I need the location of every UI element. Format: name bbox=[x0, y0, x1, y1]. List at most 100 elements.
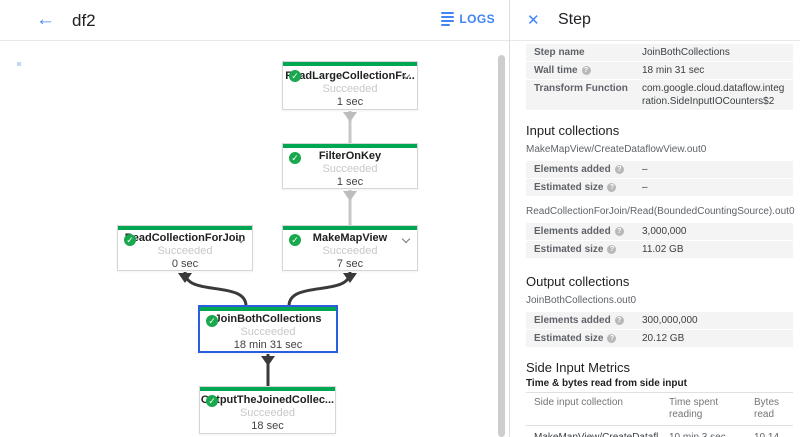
collection-metrics-table: Elements added? – Estimated size? – bbox=[526, 161, 793, 196]
table-row: MakeMapView/CreateDataflowView.out0 10 m… bbox=[526, 426, 793, 437]
collection-name: JoinBothCollections.out0 bbox=[526, 295, 637, 306]
detail-row: Transform Function com.google.cloud.data… bbox=[526, 80, 793, 110]
detail-label: Transform Function bbox=[534, 83, 628, 94]
metric-label: Estimated size? bbox=[534, 243, 642, 256]
side-input-metrics-table: Side input collection Time spent reading… bbox=[526, 392, 793, 437]
graph-node-read-collection-for-join[interactable]: ✓ ReadCollectionForJoin Succeeded 0 sec bbox=[117, 225, 253, 271]
job-title: df2 bbox=[72, 11, 96, 30]
node-title: ReadLargeCollectionFr... bbox=[285, 70, 415, 82]
metric-value: – bbox=[642, 182, 648, 193]
step-details-panel: ✕ Step Step name JoinBothCollections Wal… bbox=[509, 0, 800, 437]
detail-row: Step name JoinBothCollections bbox=[526, 44, 793, 61]
detail-row: Wall time? 18 min 31 sec bbox=[526, 62, 793, 79]
node-title: JoinBothCollections bbox=[214, 313, 322, 325]
top-bar: ← df2 LOGS bbox=[0, 0, 509, 41]
check-circle-icon: ✓ bbox=[289, 234, 301, 246]
help-icon[interactable]: ? bbox=[614, 316, 624, 325]
detail-label: Wall time? bbox=[534, 64, 642, 77]
metric-value: 300,000,000 bbox=[642, 315, 698, 326]
graph-node-make-map-view[interactable]: ✓ MakeMapView Succeeded 7 sec bbox=[282, 225, 418, 271]
node-title: ReadCollectionForJoin bbox=[124, 232, 246, 244]
detail-label: Step name bbox=[534, 47, 585, 58]
metric-row: Elements added? 300,000,000 bbox=[526, 312, 793, 329]
logs-list-icon bbox=[441, 12, 455, 26]
column-header: Side input collection bbox=[534, 397, 623, 408]
table-header-row: Side input collection Time spent reading… bbox=[526, 392, 793, 426]
metric-label: Estimated size? bbox=[534, 181, 642, 194]
node-time: 1 sec bbox=[336, 96, 364, 108]
metric-row: Estimated size? 20.12 GB bbox=[526, 330, 793, 347]
node-status: Succeeded bbox=[322, 245, 378, 257]
logs-button[interactable]: LOGS bbox=[441, 12, 495, 26]
node-status-bar bbox=[283, 144, 417, 148]
help-icon[interactable]: ? bbox=[581, 66, 591, 75]
node-status: Succeeded bbox=[322, 83, 378, 95]
metric-label: Elements added? bbox=[534, 314, 642, 327]
graph-node-filter-on-key[interactable]: ✓ FilterOnKey Succeeded 1 sec bbox=[282, 143, 418, 189]
node-title: FilterOnKey bbox=[318, 150, 382, 162]
help-icon[interactable]: ? bbox=[614, 165, 624, 174]
metric-row: Estimated size? 11.02 GB bbox=[526, 241, 793, 258]
node-status: Succeeded bbox=[239, 407, 296, 419]
node-status-bar bbox=[200, 387, 335, 391]
graph-scrollbar[interactable] bbox=[498, 55, 505, 437]
node-time: 1 sec bbox=[336, 176, 364, 188]
bytes-read: 10.14 GB bbox=[754, 431, 793, 437]
metric-row: Elements added? 3,000,000 bbox=[526, 223, 793, 240]
panel-title: Step bbox=[558, 11, 591, 28]
node-title: OutputTheJoinedCollec... bbox=[200, 394, 335, 406]
collection-name: MakeMapView/CreateDataflowView.out0 bbox=[526, 144, 707, 155]
node-status: Succeeded bbox=[322, 163, 378, 175]
input-collections-heading: Input collections bbox=[526, 123, 620, 138]
help-icon[interactable]: ? bbox=[607, 245, 617, 254]
detail-value: 18 min 31 sec bbox=[642, 65, 705, 76]
check-circle-icon: ✓ bbox=[206, 395, 218, 407]
metric-value: 11.02 GB bbox=[642, 244, 684, 255]
close-icon[interactable]: ✕ bbox=[527, 12, 540, 29]
back-arrow-icon[interactable]: ← bbox=[36, 9, 55, 30]
metric-value: – bbox=[642, 164, 648, 175]
help-icon[interactable]: ? bbox=[607, 183, 617, 192]
metric-label: Estimated size? bbox=[534, 332, 642, 345]
side-input-metrics-subheading: Time & bytes read from side input bbox=[526, 378, 687, 389]
graph-edges bbox=[178, 111, 357, 386]
node-status-bar bbox=[200, 307, 336, 311]
check-circle-icon: ✓ bbox=[124, 234, 136, 246]
node-time: 18 sec bbox=[251, 420, 284, 432]
node-time: 7 sec bbox=[336, 258, 364, 270]
graph-node-read-large-collection[interactable]: ✓ ReadLargeCollectionFr... Succeeded 1 s… bbox=[282, 61, 418, 110]
collection-name: ReadCollectionForJoin/Read(BoundedCounti… bbox=[526, 206, 795, 217]
metric-value: 20.12 GB bbox=[642, 333, 685, 344]
graph-node-join-both-collections[interactable]: ✓ JoinBothCollections Succeeded 18 min 3… bbox=[198, 305, 338, 353]
node-status: Succeeded bbox=[157, 245, 213, 257]
check-circle-icon: ✓ bbox=[289, 70, 301, 82]
column-header: Time spent reading bbox=[669, 397, 719, 420]
metric-value: 3,000,000 bbox=[642, 226, 687, 237]
panel-body: Step name JoinBothCollections Wall time?… bbox=[510, 41, 800, 437]
node-status-bar bbox=[283, 226, 417, 230]
time-spent-reading: 10 min 3 sec bbox=[669, 431, 754, 437]
panel-header: ✕ Step bbox=[510, 0, 800, 41]
metric-row: Elements added? – bbox=[526, 161, 793, 178]
column-header: Bytes read bbox=[754, 397, 780, 420]
graph-node-output-the-joined-collection[interactable]: ✓ OutputTheJoinedCollec... Succeeded 18 … bbox=[199, 386, 336, 434]
help-icon[interactable]: ? bbox=[614, 227, 624, 236]
help-icon[interactable]: ? bbox=[607, 334, 617, 343]
detail-value: com.google.cloud.dataflow.integration.Si… bbox=[642, 83, 785, 107]
side-input-collection: MakeMapView/CreateDataflowView.out0 bbox=[534, 431, 669, 437]
check-circle-icon: ✓ bbox=[206, 315, 218, 327]
detail-value: JoinBothCollections bbox=[642, 47, 730, 58]
node-title: MakeMapView bbox=[312, 232, 388, 244]
side-input-metrics-heading: Side Input Metrics bbox=[526, 360, 631, 375]
node-status-bar bbox=[283, 62, 417, 66]
step-details-table: Step name JoinBothCollections Wall time?… bbox=[526, 44, 793, 110]
collection-metrics-table: Elements added? 300,000,000 Estimated si… bbox=[526, 312, 793, 347]
metric-row: Estimated size? – bbox=[526, 179, 793, 196]
node-time: 0 sec bbox=[171, 258, 199, 270]
node-time: 18 min 31 sec bbox=[233, 339, 303, 351]
node-status: Succeeded bbox=[240, 326, 296, 338]
collection-metrics-table: Elements added? 3,000,000 Estimated size… bbox=[526, 223, 793, 258]
logs-button-label: LOGS bbox=[459, 12, 495, 26]
output-collections-heading: Output collections bbox=[526, 274, 630, 289]
pipeline-graph-canvas: ✓ ReadLargeCollectionFr... Succeeded 1 s… bbox=[0, 41, 509, 437]
